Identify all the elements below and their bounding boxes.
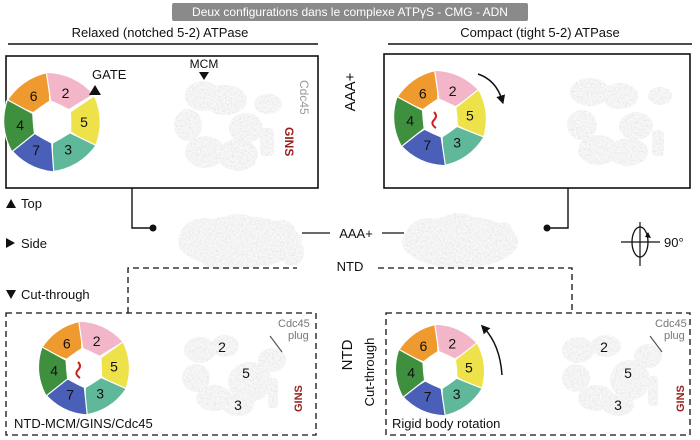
cdc45-plug-label-right-2: plug <box>664 330 685 342</box>
header-compact: Compact (tight 5-2) ATPase <box>460 25 619 40</box>
figure-title: Deux configurations dans le complexe ATP… <box>192 5 508 19</box>
side-view-right <box>402 213 518 269</box>
subunit-label-4: 4 <box>406 113 414 129</box>
mcm-ring-top-right: 6 253 74 <box>392 69 488 167</box>
cdc45-plug-arrow-left <box>269 335 283 353</box>
panel-bottom-left <box>5 312 317 436</box>
caption-bottom-left: NTD-MCM/GINS/Cdc45 <box>14 416 153 431</box>
dashed-connector-mid <box>378 267 573 313</box>
rotation-angle-label: 90° <box>664 235 684 250</box>
caption-bottom-right: Rigid body rotation <box>392 416 500 431</box>
subunit-label-7: 7 <box>32 142 40 158</box>
connector-right <box>548 188 569 229</box>
title-banner: Deux configurations dans le complexe ATP… <box>172 3 528 21</box>
subunit-label-3: 3 <box>64 142 72 158</box>
cut-through-label-vertical: Cut-through <box>362 338 377 407</box>
map-label-5-right: 5 <box>624 365 632 381</box>
subunit-label-2: 2 <box>62 85 70 101</box>
mcm-ring-bottom-right: 6 253 74 <box>394 323 486 417</box>
subunit-lobe-4 <box>37 346 69 397</box>
aaa-label-vertical: AAA+ <box>342 72 359 111</box>
ntd-label-vertical: NTD <box>339 339 356 370</box>
subunit-label-5: 5 <box>110 359 118 375</box>
legend-top-label: Top <box>21 196 42 211</box>
subunit-label-3: 3 <box>96 385 104 401</box>
legend: Top Side Cut-through <box>6 196 90 302</box>
map-label-3-right: 3 <box>614 397 622 413</box>
subunit-label-4: 4 <box>16 117 24 133</box>
subunit-label-3: 3 <box>453 386 461 402</box>
rotation-90-symbol <box>621 222 660 266</box>
panel-bottom-right <box>385 312 691 436</box>
subunit-label-7: 7 <box>423 137 431 153</box>
gate-triangle-marker <box>89 85 101 95</box>
subunit-label-6: 6 <box>63 335 71 351</box>
subunit-label-5: 5 <box>80 114 88 130</box>
map-label-3-left: 3 <box>234 397 242 413</box>
connector-left <box>131 188 152 229</box>
header-relaxed: Relaxed (notched 5-2) ATPase <box>72 25 249 40</box>
gins-label-top-left: GINS <box>282 127 296 156</box>
connector-right-dot <box>543 224 551 232</box>
gate-label: GATE <box>92 67 127 82</box>
subunit-label-7: 7 <box>424 388 432 404</box>
cdc45-plug-label-left-2: plug <box>288 330 309 342</box>
subunit-label-2: 2 <box>449 83 457 99</box>
mcm-pointer-triangle <box>199 72 209 80</box>
rotation-arrow-top-right <box>477 73 506 105</box>
subunit-label-6: 6 <box>420 338 428 354</box>
subunit-label-2: 2 <box>448 336 456 352</box>
dna-strand <box>75 361 81 379</box>
density-map-bottom-left <box>182 335 286 416</box>
subunit-label-2: 2 <box>93 333 101 349</box>
legend-side-triangle <box>6 238 15 248</box>
legend-cutthrough-label: Cut-through <box>21 287 90 302</box>
panel-top-right <box>383 53 691 189</box>
gins-label-bottom-right: GINS <box>675 385 687 412</box>
cdc45-label-top-left: Cdc45 <box>297 80 311 115</box>
map-label-5-left: 5 <box>242 365 250 381</box>
connector-left-dot <box>149 224 157 232</box>
map-label-2-right: 2 <box>600 339 608 355</box>
subunit-label-5: 5 <box>466 107 474 123</box>
density-map-top-left <box>174 81 282 171</box>
mcm-label: MCM <box>190 57 219 71</box>
rotation-arrow-bottom-right <box>480 324 503 376</box>
cdc45-plug-arrow-right <box>649 335 663 353</box>
mcm-ring-bottom-left: 6 253 74 <box>37 320 131 416</box>
gins-label-bottom-left: GINS <box>293 385 305 412</box>
subunit-label-4: 4 <box>407 365 415 381</box>
legend-side-label: Side <box>21 236 47 251</box>
subunit-lobe-4 <box>392 95 425 148</box>
subunit-lobe-4 <box>394 348 426 399</box>
subunit-lobe-4 <box>3 98 36 153</box>
legend-top-triangle <box>6 199 16 208</box>
mcm-ring-top-left: 6 253 74 <box>3 71 101 173</box>
subunit-label-7: 7 <box>66 387 74 403</box>
subunit-label-6: 6 <box>419 85 427 101</box>
density-map-bottom-right <box>562 335 662 416</box>
dashed-connector <box>127 267 297 313</box>
aaa-label-center: AAA+ <box>339 226 373 241</box>
legend-cutthrough-triangle <box>6 290 16 299</box>
side-view-left <box>178 214 304 270</box>
subunit-label-6: 6 <box>30 88 38 104</box>
ntd-label-center: NTD <box>337 259 364 274</box>
subunit-label-4: 4 <box>50 363 58 379</box>
density-map-top-right <box>567 78 672 166</box>
subunit-label-3: 3 <box>453 135 461 151</box>
dna-strand <box>431 111 437 129</box>
map-label-2-left: 2 <box>218 339 226 355</box>
subunit-label-5: 5 <box>465 360 473 376</box>
cdc45-plug-label-right-1: Cdc45 <box>655 318 687 330</box>
cdc45-plug-label-left-1: Cdc45 <box>278 318 310 330</box>
